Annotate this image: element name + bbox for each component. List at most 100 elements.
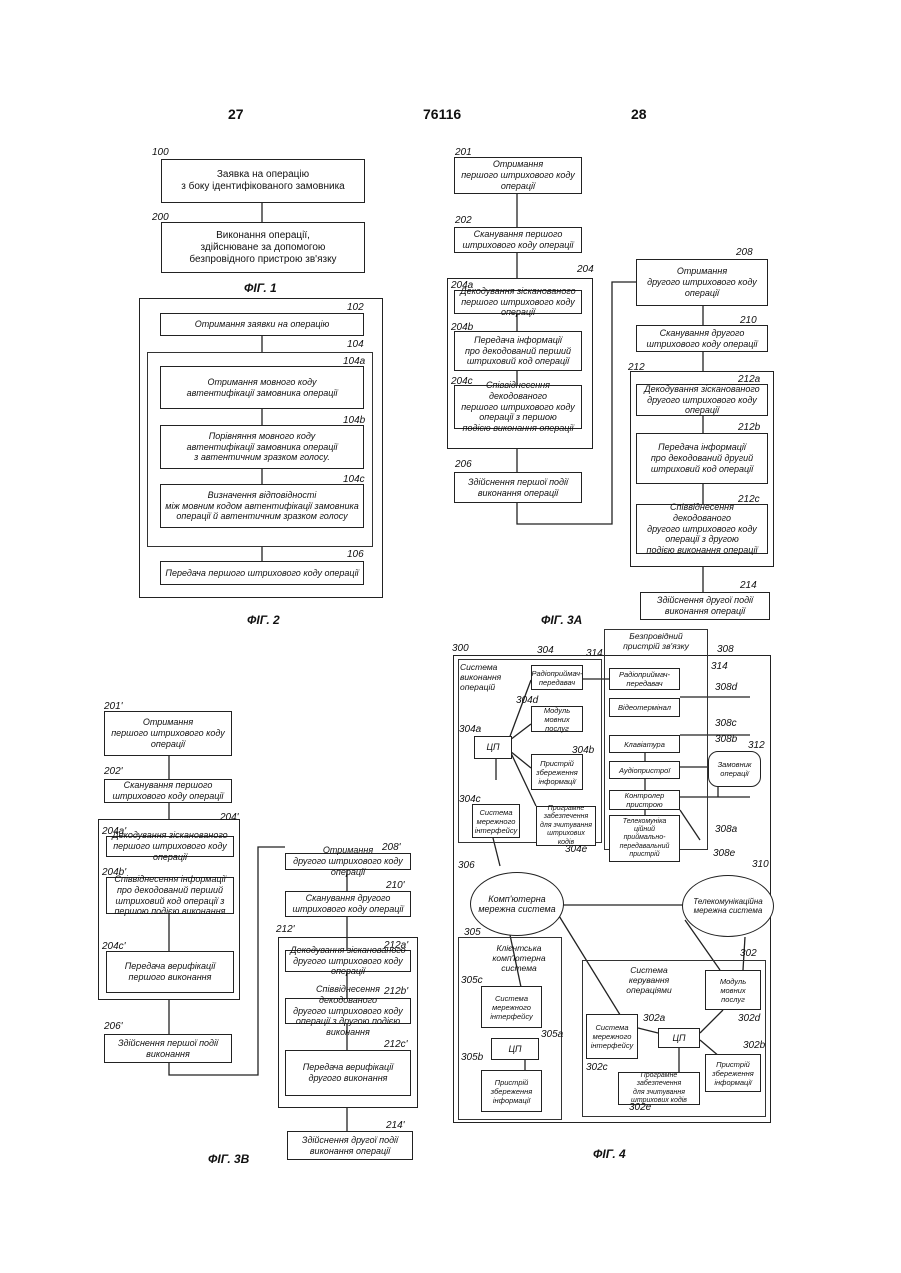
ref-305: 305 (464, 927, 481, 938)
fig3b-box-204a: Декодування зісканованого першого штрихо… (106, 836, 234, 857)
fig3a-box-212c: Співвіднесення декодованого другого штри… (636, 504, 768, 554)
ref-302e: 302e (629, 1102, 651, 1113)
fig3a-box-212b: Передача інформації про декодований друг… (636, 433, 768, 484)
ref-314-a: 314 (586, 648, 603, 659)
fig3b-box-201: Отримання першого штрихового коду операц… (104, 711, 232, 756)
fig3b-box-206: Здійснення першої події виконання (104, 1034, 232, 1063)
ref-212c-prime: 212c' (384, 1039, 408, 1050)
ref-308d: 308d (715, 682, 737, 693)
fig2-box-104a: Отримання мовного коду автентифікації за… (160, 366, 364, 409)
ref-210-prime: 210' (386, 880, 405, 891)
ref-312: 312 (748, 740, 765, 751)
fig3a-box-208: Отримання другого штрихового коду операц… (636, 259, 768, 306)
fig3a-box-204c: Співвіднесення декодованого першого штри… (454, 385, 582, 429)
fig2-box-102: Отримання заявки на операцію (160, 313, 364, 336)
fig4-storage-302b: Пристрій збереження інформації (705, 1054, 761, 1092)
caption-fig3b: ФІГ. 3B (208, 1152, 249, 1166)
fig4-cpu-302a: ЦП (658, 1028, 700, 1048)
fig3b-box-212b: Співвіднесення декодованого другого штри… (285, 998, 411, 1024)
ref-204: 204 (577, 264, 594, 275)
ref-106: 106 (347, 549, 364, 560)
ref-102: 102 (347, 302, 364, 313)
fig4-radio-transceiver-2: Радіоприймач- передавач (609, 668, 680, 690)
fig4-storage-305b: Пристрій збереження інформації (481, 1070, 542, 1112)
fig1-box-100: Заявка на операцію з боку ідентифіковано… (161, 159, 365, 203)
ref-214-prime: 214' (386, 1120, 405, 1131)
ref-305b: 305b (461, 1052, 483, 1063)
fig3a-box-204b: Передача інформації про декодований перш… (454, 331, 582, 371)
fig4-net-interface-305c: Система мережного інтерфейсу (481, 986, 542, 1028)
ref-302a: 302a (643, 1013, 665, 1024)
ref-305c: 305c (461, 975, 483, 986)
ref-104: 104 (347, 339, 364, 350)
ref-302: 302 (740, 948, 757, 959)
fig2-box-106: Передача першого штрихового коду операці… (160, 561, 364, 585)
fig3a-box-202: Сканування першого штрихового коду опера… (454, 227, 582, 253)
ref-308: 308 (717, 644, 734, 655)
fig3b-box-202: Сканування першого штрихового коду опера… (104, 779, 232, 803)
fig3b-box-208: Отримання другого штрихового коду операц… (285, 853, 411, 870)
fig3a-box-201: Отримання першого штрихового коду операц… (454, 157, 582, 194)
fig2-box-104b: Порівняння мовного коду автентифікації з… (160, 425, 364, 469)
fig4-cpu-305a: ЦП (491, 1038, 539, 1060)
ref-212-prime: 212' (276, 924, 295, 935)
ref-304e: 304e (565, 844, 587, 855)
fig3a-box-210: Сканування другого штрихового коду опера… (636, 325, 768, 352)
ref-212: 212 (628, 362, 645, 373)
fig4-management-system-302-label: Система керування операціями (614, 966, 684, 995)
fig3b-box-214: Здійснення другої події виконання операц… (287, 1131, 413, 1160)
fig4-barcode-software-302e: Програмне забезпечення для зчитування шт… (618, 1072, 700, 1105)
fig4-radio-transceiver-1: Радіоприймач- передавач (531, 665, 583, 690)
ref-308a: 308a (715, 824, 737, 835)
fig4-telecom-network-cloud: Телекомунікаційна мережна система (682, 875, 774, 937)
fig4-device-308-label: Безпровідний пристрій зв'язку (606, 632, 706, 652)
ref-302b: 302b (743, 1040, 765, 1051)
caption-fig1: ФІГ. 1 (244, 281, 277, 295)
fig4-transaction-customer: Замовник операції (708, 751, 761, 787)
fig4-video-terminal: Відеотермінал (609, 698, 680, 717)
ref-300: 300 (452, 643, 469, 654)
fig3b-box-210: Сканування другого штрихового коду опера… (285, 891, 411, 917)
ref-302c: 302c (586, 1062, 608, 1073)
ref-310: 310 (752, 859, 769, 870)
ref-100: 100 (152, 147, 169, 158)
ref-304d: 304d (516, 695, 538, 706)
fig4-computer-network-cloud: Комп'ютерна мережна система (470, 872, 564, 936)
caption-fig2: ФІГ. 2 (247, 613, 280, 627)
fig4-storage-304b: Пристрій збереження інформації (531, 754, 583, 790)
fig4-keyboard: Клавіатура (609, 735, 680, 753)
caption-fig3a: ФІГ. 3A (541, 613, 582, 627)
fig4-net-interface-302c: Система мережного інтерфейсу (586, 1014, 638, 1059)
fig4-system-304-label: Система виконання операцій (460, 663, 518, 692)
fig3a-box-206: Здійснення першої події виконання операц… (454, 472, 582, 503)
ref-305a: 305a (541, 1029, 563, 1040)
fig1-box-200: Виконання операції, здійснюване за допом… (161, 222, 365, 273)
fig4-barcode-software-304e: Програмне забезпечення для зчитування шт… (536, 806, 596, 846)
ref-208: 208 (736, 247, 753, 258)
ref-308e: 308e (713, 848, 735, 859)
ref-306: 306 (458, 860, 475, 871)
fig4-device-controller: Контролер пристрою (609, 790, 680, 810)
fig4-telecom-transceiver: Телекомуніка ційний приймально- передава… (609, 815, 680, 862)
ref-304: 304 (537, 645, 554, 656)
ref-304a: 304a (459, 724, 481, 735)
ref-314-b: 314 (711, 661, 728, 672)
ref-206: 206 (455, 459, 472, 470)
ref-202-prime: 202' (104, 766, 123, 777)
ref-308b: 308b (715, 734, 737, 745)
fig3a-box-212a: Декодування зісканованого другого штрихо… (636, 384, 768, 416)
fig4-net-interface-304c: Система мережного інтерфейсу (472, 804, 520, 838)
fig3a-box-214: Здійснення другої події виконання операц… (640, 592, 770, 620)
fig3b-box-212c: Передача верифікації другого виконання (285, 1050, 411, 1096)
fig4-client-system-305-label: Клієнтська комп'ютерна система (480, 944, 558, 973)
fig4-audio-devices: Аудіопристрої (609, 761, 680, 779)
fig3b-box-204b: Співвіднесення інформації про декодовани… (106, 877, 234, 914)
ref-206-prime: 206' (104, 1021, 123, 1032)
ref-302d: 302d (738, 1013, 760, 1024)
ref-214: 214 (740, 580, 757, 591)
fig4-voice-module-302d: Модуль мовних послуг (705, 970, 761, 1010)
fig4-voice-module-1: Модуль мовних послуг (531, 706, 583, 732)
fig2-box-104c: Визначення відповідності між мовним кодо… (160, 484, 364, 528)
caption-fig4: ФІГ. 4 (593, 1147, 626, 1161)
ref-212b: 212b (738, 422, 760, 433)
